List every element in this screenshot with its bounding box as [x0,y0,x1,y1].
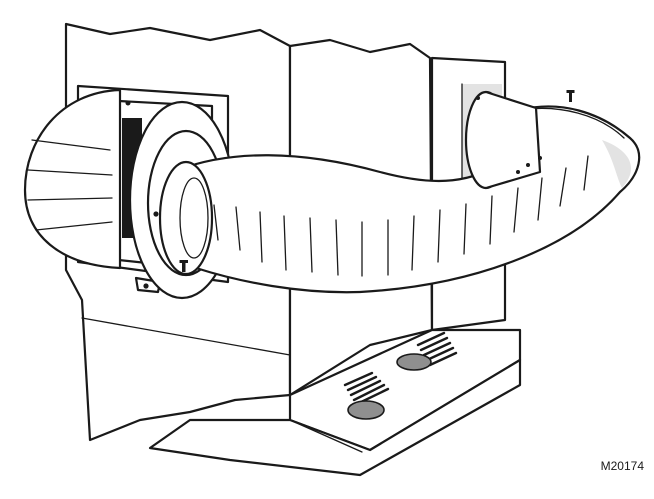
drain-plug-rear [396,353,432,371]
drain-plug-front [347,400,385,420]
intake-hood [23,88,122,270]
base-pan [148,328,522,477]
screw-left [179,260,188,272]
duct-corrugations [213,155,589,277]
figure-code: M20174 [600,459,644,473]
vent-grille-rear [416,331,458,367]
outlet-collar [464,90,542,190]
screw-right [566,90,575,102]
